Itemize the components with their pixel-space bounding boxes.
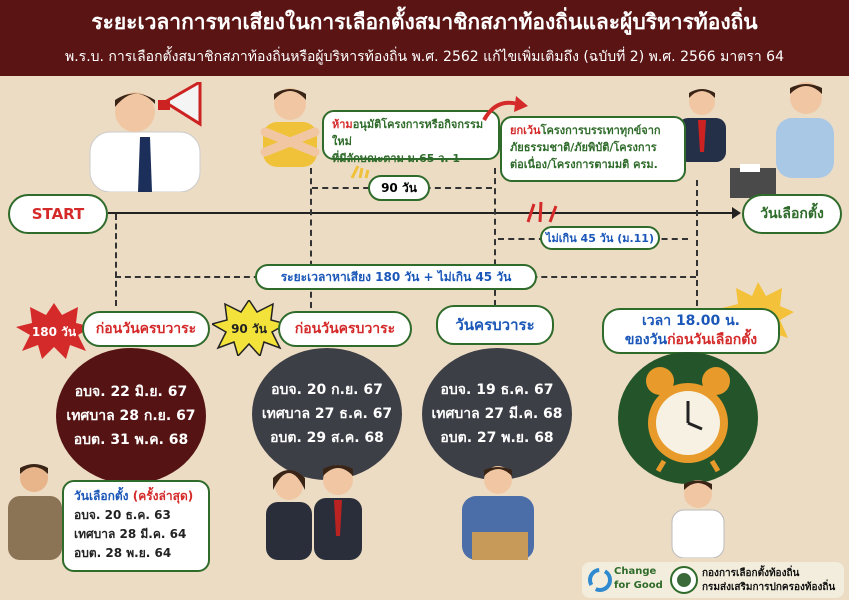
total-span-label: ระยะเวลาหาเสียง 180 วัน + ไม่เกิน 45 วัน [280, 269, 512, 284]
milestone-2-line-1: อบจ. 20 ก.ย. 67 [271, 382, 383, 398]
span-45-pill: ไม่เกิน 45 วัน (ม.11) [540, 226, 660, 250]
alert-burst-icon [526, 201, 558, 223]
milestone-3-line-1: อบจ. 19 ธ.ค. 67 [440, 382, 554, 398]
span-90-label: 90 วัน [381, 180, 417, 195]
logo-text-1: Change [614, 566, 657, 577]
except-text-line3: ต่อเนื่อง/โครงการตามมติ ครม. [510, 158, 658, 171]
footer-org-1: กองการเลือกตั้งท้องถิ่น [702, 568, 800, 579]
milestone-3-label: วันครบวาระ [455, 316, 535, 334]
except-text: โครงการบรรเทาทุกข์จาก [540, 124, 661, 137]
milestone-3-line-3: อบต. 27 พ.ย. 68 [440, 430, 554, 446]
milestone-1-badge: 180 วัน [31, 325, 77, 339]
milestone-4-label-pill: เวลา 18.00 น. ของวันก่อนวันเลือกตั้ง [602, 308, 780, 354]
milestone-2-label-pill: ก่อนวันครบวาระ [278, 311, 412, 347]
red-burst-badge [16, 303, 92, 359]
change-for-good-logo-icon [588, 568, 612, 592]
megaphone-man-illustration [89, 82, 202, 192]
prohibit-note: ห้ามอนุมัติโครงการหรือกิจกรรมใหม่ ที่มีล… [322, 110, 500, 165]
footer-logo-box: Change for Good กองการเลือกตั้งท้องถิ่น … [582, 562, 844, 598]
span-90-pill: 90 วัน [368, 175, 430, 201]
election-day-pill: วันเลือกตั้ง [742, 194, 842, 234]
connector-4 [696, 180, 698, 306]
milestone-2-label: ก่อนวันครบวาระ [294, 321, 396, 337]
milestone-2-badge: 90 วัน [231, 322, 267, 336]
prohibit-text: อนุมัติโครงการหรือกิจกรรมใหม่ [332, 118, 484, 148]
milestone-1-line-1: อบจ. 22 มิ.ย. 67 [74, 384, 188, 400]
last-election-line-3: อบต. 28 พ.ย. 64 [74, 546, 172, 560]
start-pill: START [8, 194, 108, 234]
milestone-4-line-2a: ของวัน [624, 332, 668, 348]
milestone-4-line-1: เวลา 18.00 น. [641, 313, 740, 329]
milestone-3-label-pill: วันครบวาระ [436, 305, 554, 345]
milestone-1-label-pill: ก่อนวันครบวาระ [82, 311, 210, 347]
milestone-1-line-2: เทศบาล 28 ก.ย. 67 [66, 408, 196, 424]
page-subtitle: พ.ร.บ. การเลือกตั้งสมาชิกสภาท้องถิ่นหรือ… [65, 49, 784, 65]
footer-org-2: กรมส่งเสริมการปกครองท้องถิ่น [702, 582, 836, 593]
logo-text-2: for Good [614, 580, 663, 591]
total-span-pill: ระยะเวลาหาเสียง 180 วัน + ไม่เกิน 45 วัน [255, 264, 537, 290]
last-election-title: วันเลือกตั้ง [74, 489, 129, 503]
prohibit-keyword: ห้าม [332, 118, 353, 131]
start-label: START [31, 205, 85, 223]
crossed-arms-person-illustration [260, 88, 320, 167]
alarm-clock-icon [646, 367, 730, 473]
red-arrow-icon [482, 96, 528, 122]
yellow-burst-badge [212, 300, 286, 356]
spark-icon [350, 165, 370, 179]
connector-3 [494, 168, 496, 306]
span-45-label: ไม่เกิน 45 วัน (ม.11) [545, 232, 654, 245]
milestone-1-label: ก่อนวันครบวาระ [95, 321, 197, 337]
connector-2 [310, 168, 312, 308]
department-seal-icon [670, 566, 698, 594]
milestone-3-line-2: เทศบาล 27 มี.ค. 68 [431, 406, 563, 422]
thumbs-up-man-illustration [8, 464, 62, 560]
phone-man-illustration [671, 480, 725, 558]
page-title: ระยะเวลาการหาเสียงในการเลือกตั้งสมาชิกสภ… [91, 10, 758, 34]
except-keyword: ยกเว้น [510, 124, 541, 137]
connector-1 [115, 214, 117, 306]
milestone-1-circle: อบจ. 22 มิ.ย. 67 เทศบาล 28 ก.ย. 67 อบต. … [56, 348, 206, 484]
prohibit-text-line2: ที่มีลักษณะตาม ม.65 ว. 1 [332, 152, 461, 165]
suited-man-illustration [678, 89, 726, 162]
last-election-box: วันเลือกตั้ง (ครั้งล่าสุด) อบจ. 20 ธ.ค. … [62, 480, 210, 572]
election-day-label: วันเลือกตั้ง [760, 206, 824, 222]
except-note: ยกเว้นโครงการบรรเทาทุกข์จาก ภัยธรรมชาติ/… [500, 116, 686, 182]
milestone-3-circle: อบจ. 19 ธ.ค. 67 เทศบาล 27 มี.ค. 68 อบต. … [422, 348, 572, 480]
milestone-2-line-3: อบต. 29 ส.ค. 68 [270, 430, 384, 446]
milestone-4-circle [618, 352, 758, 484]
timeline-arrowhead-icon [732, 207, 741, 219]
milestone-1-line-3: อบต. 31 พ.ค. 68 [73, 432, 189, 448]
last-election-line-2: เทศบาล 28 มี.ค. 64 [74, 527, 187, 541]
except-text-line2: ภัยธรรมชาติ/ภัยพิบัติ/โครงการ [510, 141, 657, 154]
milestone-2-circle: อบจ. 20 ก.ย. 67 เทศบาล 27 ธ.ค. 67 อบต. 2… [252, 348, 402, 480]
business-couple-illustration [266, 465, 362, 560]
voter-ballot-box-illustration [730, 82, 834, 198]
man-with-box-illustration [462, 466, 534, 560]
main-timeline-line [108, 212, 738, 214]
last-election-line-1: อบจ. 20 ธ.ค. 63 [74, 508, 171, 522]
header-banner: ระยะเวลาการหาเสียงในการเลือกตั้งสมาชิกสภ… [0, 0, 849, 76]
milestone-4-line-2b: ก่อนวันเลือกตั้ง [667, 332, 758, 348]
milestone-2-line-2: เทศบาล 27 ธ.ค. 67 [261, 406, 393, 422]
last-election-subtitle: (ครั้งล่าสุด) [132, 489, 194, 503]
